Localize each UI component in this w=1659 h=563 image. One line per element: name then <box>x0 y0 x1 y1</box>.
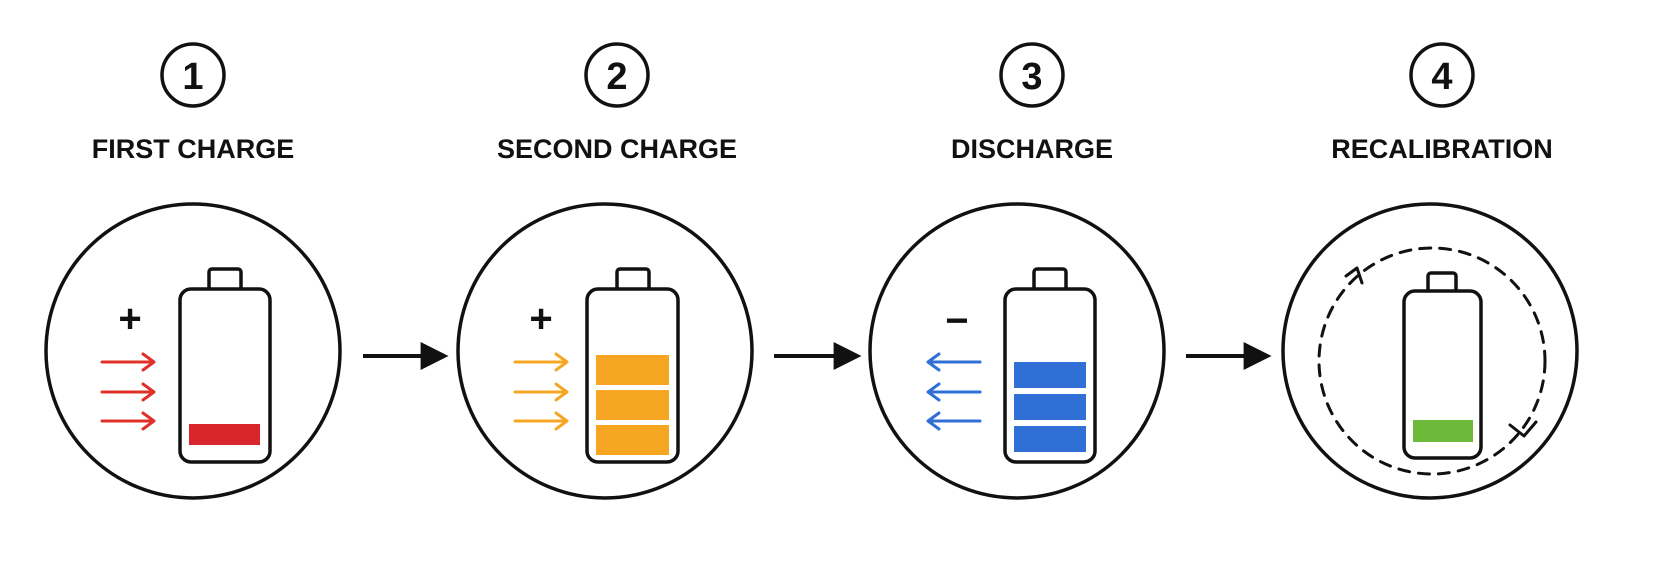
battery-icon <box>1003 267 1097 464</box>
battery-icon <box>1402 271 1483 460</box>
battery-fill-low <box>1413 420 1473 442</box>
battery-icon <box>585 267 680 464</box>
step-title: RECALIBRATION <box>1331 134 1552 164</box>
discharge-arrows-icon <box>926 352 982 431</box>
battery-fill-low <box>189 424 260 445</box>
step-3: 3 DISCHARGE − <box>868 42 1166 500</box>
recalibration-cycle-icon <box>1317 246 1547 476</box>
plus-sign-icon: + <box>118 297 141 341</box>
step-1: 1 FIRST CHARGE + <box>44 42 342 500</box>
step-number-badge: 1 <box>160 42 226 108</box>
charge-arrows-icon <box>513 352 569 431</box>
step-number: 2 <box>606 56 627 98</box>
minus-sign-icon: − <box>945 299 968 343</box>
battery-fill-bar <box>596 355 669 385</box>
step-number: 4 <box>1431 56 1452 98</box>
battery-icon <box>178 267 272 464</box>
step-number-badge: 4 <box>1409 42 1475 108</box>
step-title: SECOND CHARGE <box>497 134 737 164</box>
step-number-badge: 2 <box>584 42 650 108</box>
battery-fill-bar <box>1014 362 1086 388</box>
plus-sign-icon: + <box>529 297 552 341</box>
step-number: 1 <box>182 56 203 98</box>
charge-arrows-icon <box>100 352 156 431</box>
battery-fill-bar <box>596 390 669 420</box>
step-number-badge: 3 <box>999 42 1065 108</box>
step-4: 4 RECALIBRATION <box>1281 42 1579 500</box>
step-2: 2 SECOND CHARGE + <box>456 42 754 500</box>
step-number: 3 <box>1021 56 1042 98</box>
battery-fill-bar <box>1014 394 1086 420</box>
step-title: FIRST CHARGE <box>92 134 295 164</box>
step-title: DISCHARGE <box>951 134 1113 164</box>
battery-fill-bar <box>1014 426 1086 452</box>
battery-fill-bar <box>596 425 669 455</box>
